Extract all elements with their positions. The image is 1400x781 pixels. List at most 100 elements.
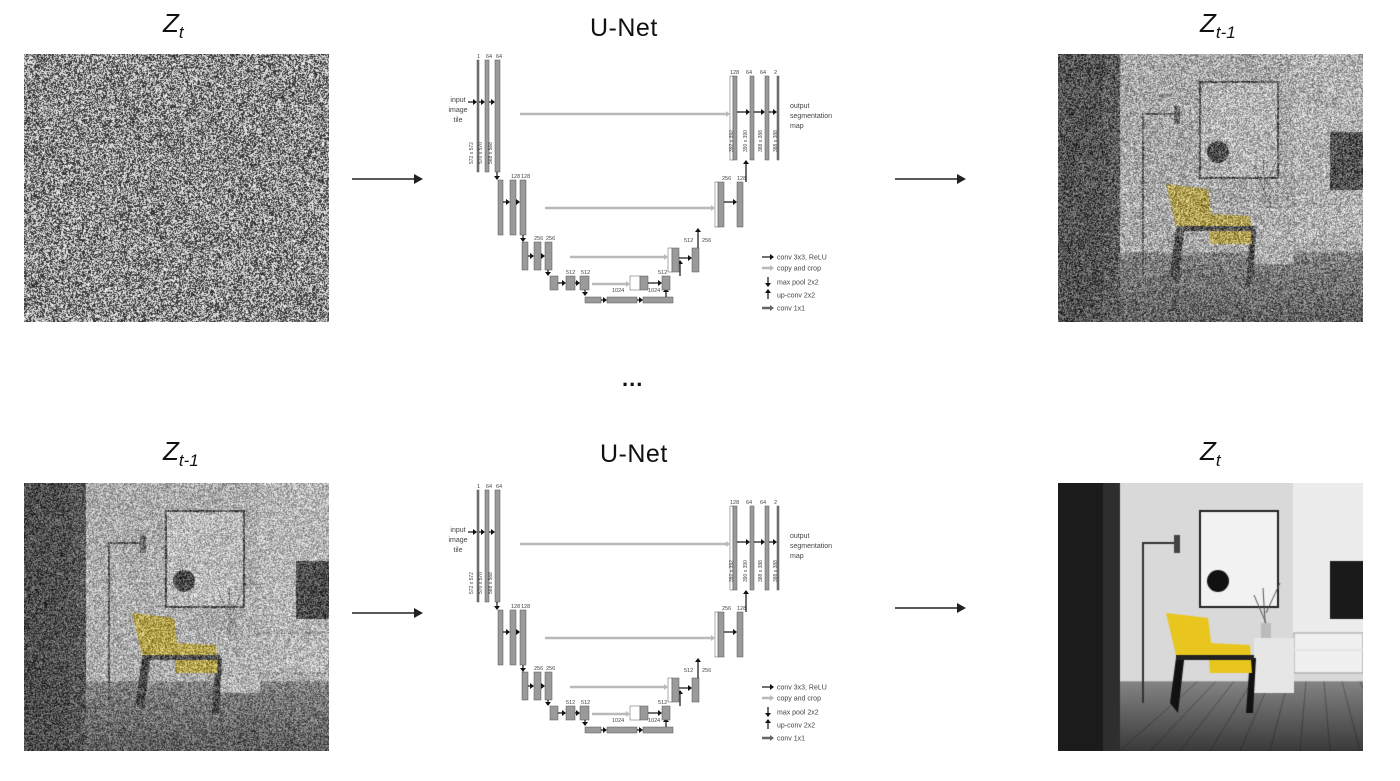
unet-size-label: 390 x 390 — [743, 130, 749, 152]
unet-channel-label: 64 — [746, 500, 752, 506]
legend-conv1x1-arrow-head — [770, 305, 774, 311]
unet-conv-arrow-head — [541, 253, 545, 259]
unet-channel-label: 1024 — [612, 288, 624, 294]
unet-bar-copied — [667, 677, 673, 703]
legend-upconv-label: up-conv 2x2 — [777, 723, 815, 730]
unet-channel-label: 128 — [521, 604, 530, 610]
unet-pool-arrow-3-head — [545, 702, 551, 706]
legend-conv-label: conv 3x3, ReLU — [777, 685, 827, 692]
unet-channel-label: 2 — [774, 70, 777, 76]
row2-clean-room-image — [1058, 483, 1363, 751]
unet-bar — [565, 705, 576, 721]
unet-channel-label: 256 — [702, 668, 711, 674]
unet-copy-arrow-3-head — [664, 254, 668, 260]
unet-size-label: 390 x 390 — [743, 560, 749, 582]
unet-bar — [584, 726, 602, 734]
unet-bar — [521, 241, 529, 271]
unet-bar-copied — [667, 247, 673, 273]
unet-bar-copied — [714, 181, 719, 228]
unet-output-text: map — [790, 123, 804, 130]
unet-size-label: 388 x 388 — [758, 560, 764, 582]
unet-channel-label: 128 — [511, 174, 520, 180]
legend-upconv-label: up-conv 2x2 — [777, 293, 815, 300]
unet-bar-copied — [629, 705, 641, 721]
unet-bar — [549, 275, 559, 291]
unet-channel-label: 512 — [658, 700, 667, 706]
unet-pool-arrow-2-head — [520, 238, 526, 242]
unet-channel-label: 512 — [581, 700, 590, 706]
unet-conv-arrow-head — [761, 539, 765, 545]
unet-conv-arrow-head — [639, 727, 643, 733]
row1-arrow-in — [352, 174, 423, 184]
unet-bar — [639, 705, 649, 721]
unet-upconv-arrow-2-head — [695, 658, 701, 662]
unet-bar — [494, 59, 501, 173]
unet-bar — [732, 75, 738, 161]
unet-bar — [642, 296, 674, 304]
unet-bar — [764, 505, 770, 591]
unet-channel-label: 2 — [774, 500, 777, 506]
unet-channel-label: 128 — [730, 500, 739, 506]
unet-output-conv-arrow-head — [773, 539, 777, 545]
unet-channel-label: 64 — [760, 70, 766, 76]
unet-bar — [776, 75, 780, 161]
unet-bar — [776, 505, 780, 591]
unet-size-label: 572 x 572 — [469, 142, 475, 164]
unet-size-label: 570 x 570 — [478, 142, 484, 164]
unet-upconv-arrow-2-head — [695, 228, 701, 232]
unet-bar-copied — [714, 611, 719, 658]
unet-input-text: input — [450, 527, 465, 534]
unet-size-label: 392 x 392 — [729, 130, 735, 152]
unet-copy-arrow-3-head — [664, 684, 668, 690]
unet-conv-arrow-head — [481, 99, 485, 105]
unet-output-text: segmentation — [790, 113, 832, 120]
unet-upconv-arrow-1-head — [743, 590, 749, 594]
row1-unet-title: U-Net — [590, 14, 658, 42]
unet-upconv-arrow-1-head — [743, 160, 749, 164]
row2-arrow-out — [895, 603, 966, 613]
unet-bar — [533, 241, 542, 271]
legend-copy-label: copy and crop — [777, 266, 821, 273]
legend-upconv-arrow-head — [765, 719, 771, 723]
unet-pool-arrow-1-head — [494, 176, 500, 180]
unet-conv-arrow-head — [541, 683, 545, 689]
unet-conv-arrow-head — [516, 199, 520, 205]
unet-channel-label: 256 — [534, 666, 543, 672]
row1-output-label: Zt-1 — [1200, 8, 1236, 43]
unet-channel-label: 128 — [737, 606, 746, 612]
unet-channel-label: 64 — [496, 484, 502, 490]
unet-input-text: image — [448, 537, 467, 544]
unet-bar — [484, 59, 490, 173]
unet-size-label: 388 x 388 — [773, 130, 779, 152]
unet-pool-arrow-2-head — [520, 668, 526, 672]
unet-bar — [533, 671, 542, 701]
unet-bar — [494, 489, 501, 603]
unet-conv-arrow-head — [688, 255, 692, 261]
unet-pool-arrow-4-head — [582, 292, 588, 296]
unet-channel-label: 64 — [746, 70, 752, 76]
unet-bar — [749, 505, 755, 591]
unet-output-text: output — [790, 103, 810, 110]
unet-conv-arrow-head — [481, 529, 485, 535]
row2-partially-denoised-image — [24, 483, 329, 751]
legend-conv1x1-arrow-head — [770, 735, 774, 741]
unet-conv-arrow-head — [491, 99, 495, 105]
unet-bar — [476, 489, 480, 603]
unet-copy-arrow-1-head — [726, 541, 730, 547]
unet-input-text: tile — [454, 117, 463, 124]
unet-bar — [717, 611, 725, 658]
row1-arrow-out — [895, 174, 966, 184]
unet-conv-arrow-head — [733, 199, 737, 205]
unet-bar — [497, 179, 504, 236]
unet-size-label: 568 x 568 — [488, 142, 494, 164]
unet-channel-label: 1 — [477, 54, 480, 60]
unet-channel-label: 1 — [477, 484, 480, 490]
unet-bar — [661, 705, 671, 721]
unet-bar — [691, 247, 700, 273]
unet-channel-label: 512 — [658, 270, 667, 276]
unet-bar — [606, 726, 638, 734]
unet-channel-label: 256 — [546, 666, 555, 672]
unet-size-label: 392 x 392 — [729, 560, 735, 582]
row2-unet-title: U-Net — [600, 440, 668, 468]
